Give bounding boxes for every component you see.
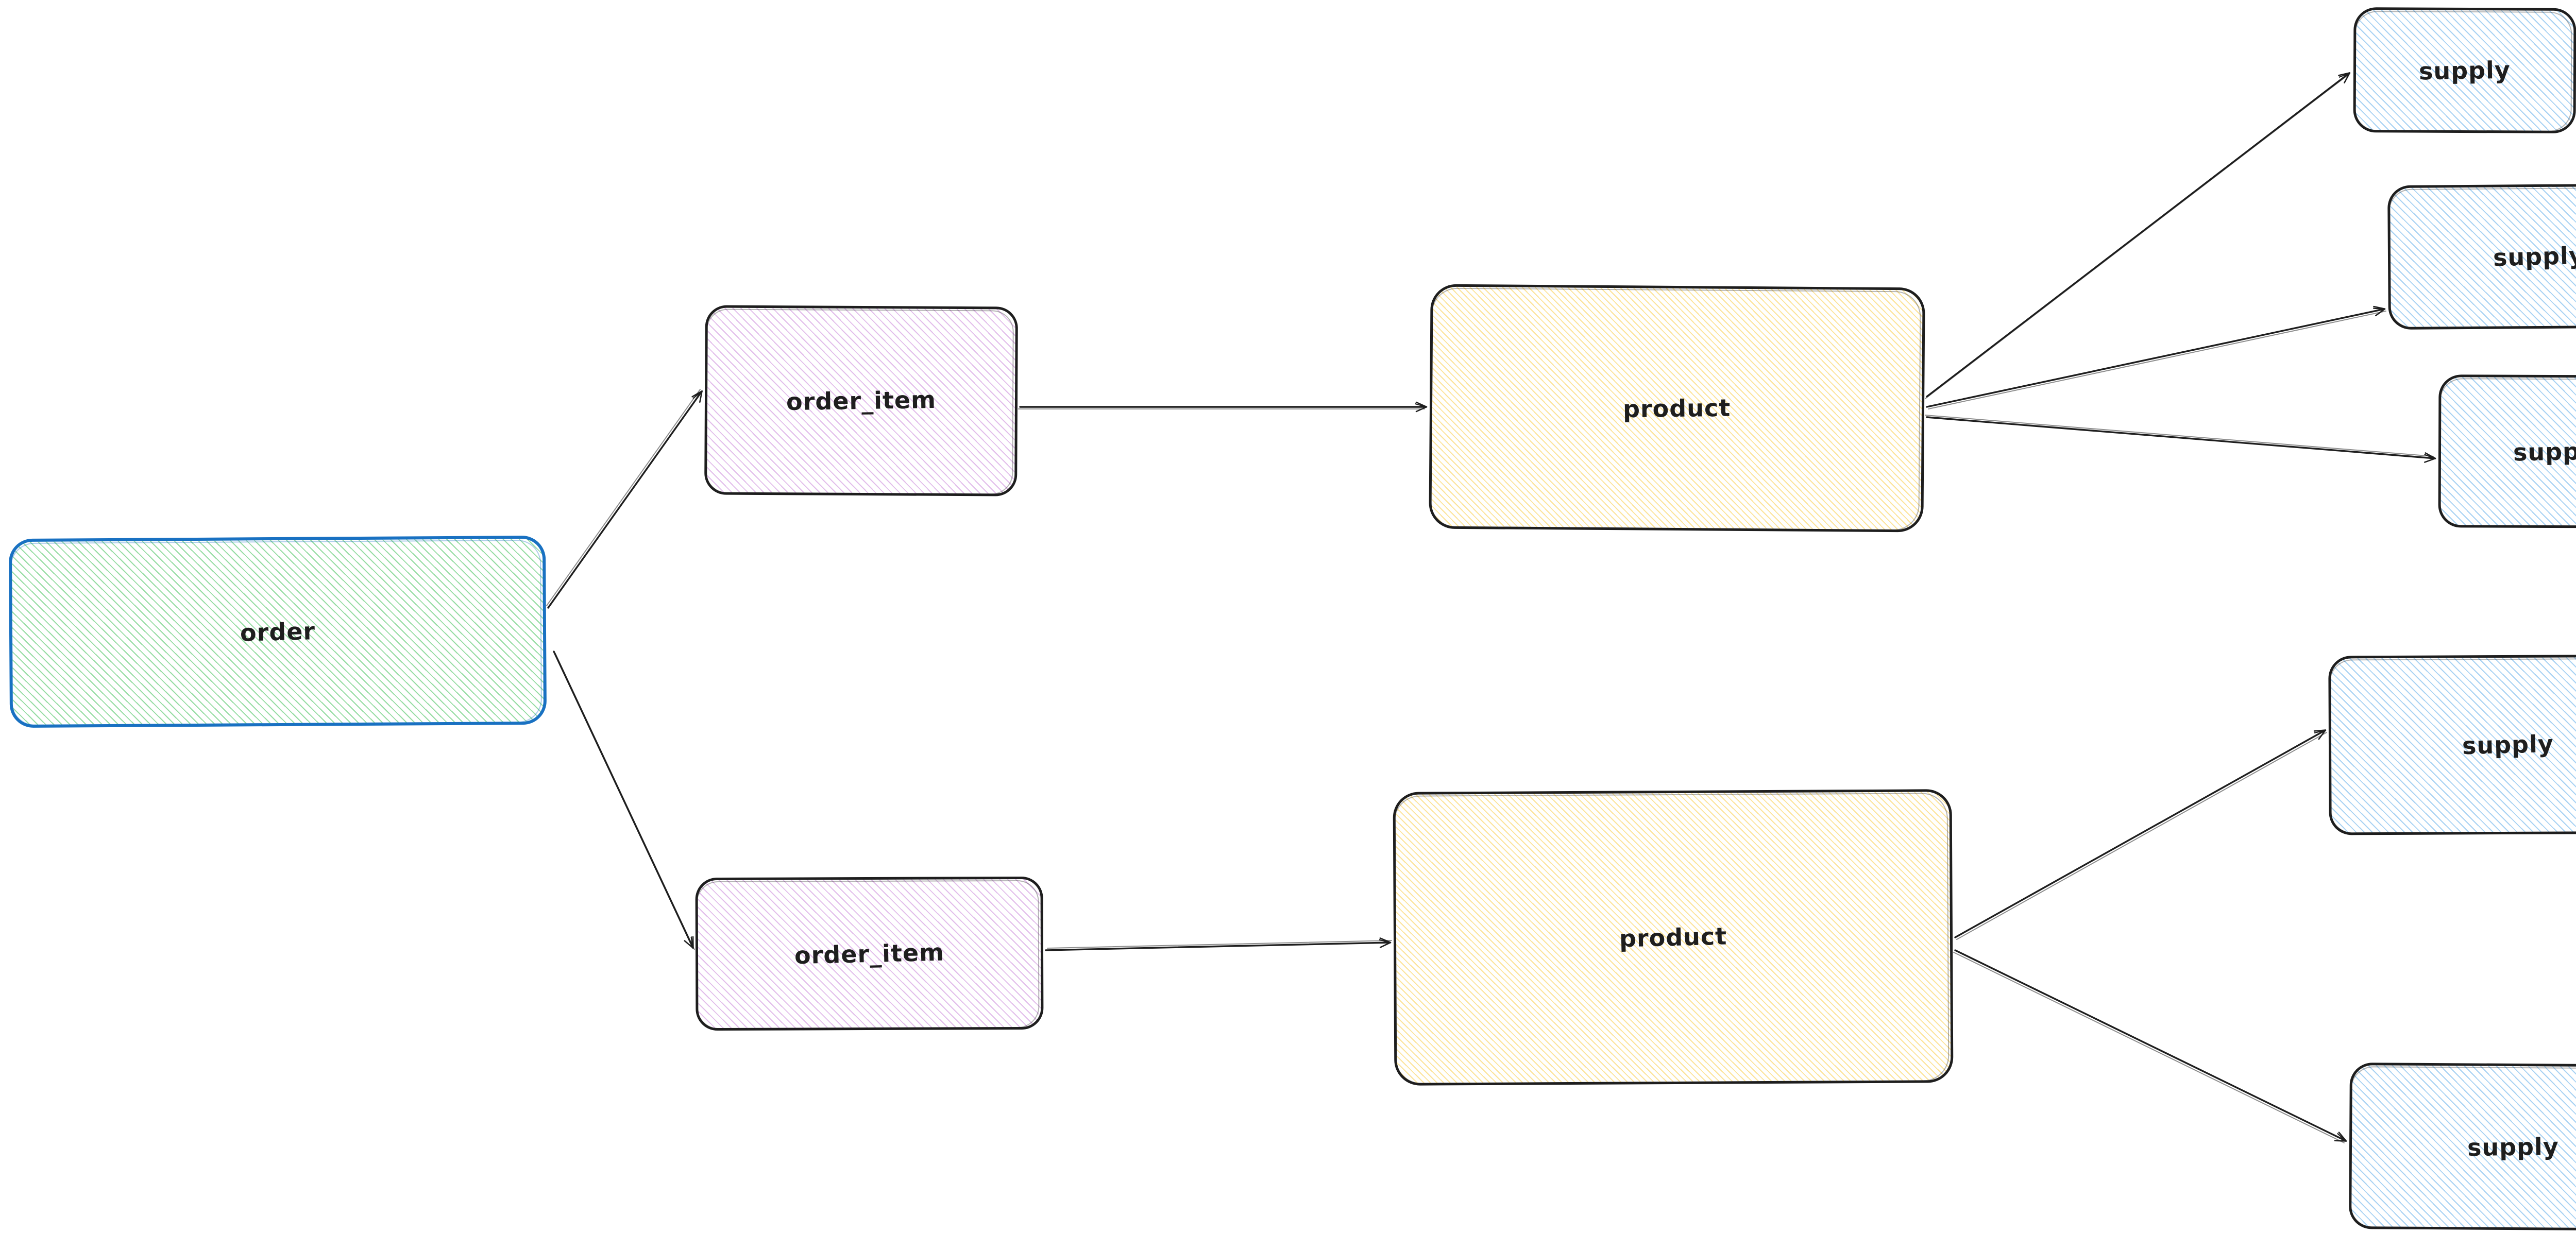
node-label-supply_4: supply bbox=[2462, 729, 2554, 760]
node-label-supply_1: supply bbox=[2418, 56, 2511, 85]
node-product_2[interactable]: product bbox=[1393, 789, 1954, 1086]
node-label-order_item_2: order_item bbox=[794, 938, 945, 969]
edge-order-to-order_item_1[interactable] bbox=[547, 391, 702, 609]
node-supply_2[interactable]: supply bbox=[2387, 183, 2576, 330]
node-label-supply_5: supply bbox=[2467, 1132, 2559, 1161]
edge-sketch-overstroke bbox=[555, 653, 695, 950]
edge-product_2-to-supply_4[interactable] bbox=[1954, 730, 2325, 938]
edge-product_2-to-supply_5[interactable] bbox=[1954, 949, 2346, 1141]
edge-sketch-overstroke bbox=[1925, 75, 2348, 399]
node-label-order_item_1: order_item bbox=[786, 385, 937, 416]
node-label-supply_2: supply bbox=[2492, 241, 2576, 272]
node-label-supply_3: supply bbox=[2513, 437, 2576, 466]
edge-sketch-overstroke bbox=[1928, 311, 2386, 409]
edge-sketch-overstroke bbox=[1956, 732, 2327, 940]
edge-sketch-overstroke bbox=[1047, 940, 1392, 949]
node-supply_5[interactable]: supply bbox=[2349, 1063, 2576, 1231]
edge-sketch-overstroke bbox=[546, 389, 701, 606]
node-supply_3[interactable]: supply bbox=[2438, 374, 2576, 528]
edge-product_1-to-supply_1[interactable] bbox=[1926, 73, 2349, 398]
node-order_item_2[interactable]: order_item bbox=[695, 876, 1044, 1031]
edge-product_1-to-supply_2[interactable] bbox=[1926, 309, 2384, 408]
node-product_1[interactable]: product bbox=[1429, 284, 1925, 533]
node-supply_1[interactable]: supply bbox=[2353, 7, 2576, 133]
node-label-product_2: product bbox=[1619, 922, 1727, 953]
node-supply_4[interactable]: supply bbox=[2328, 654, 2576, 835]
edge-order_item_2-to-product_2[interactable] bbox=[1045, 943, 1390, 951]
edge-order-to-order_item_2[interactable] bbox=[553, 650, 693, 948]
node-label-product_1: product bbox=[1623, 393, 1731, 423]
edge-sketch-overstroke bbox=[1925, 415, 2434, 457]
node-order_item_1[interactable]: order_item bbox=[704, 305, 1018, 496]
node-label-order: order bbox=[240, 616, 316, 647]
edge-sketch-overstroke bbox=[1953, 952, 2345, 1143]
node-order[interactable]: order bbox=[8, 535, 547, 728]
edge-product_1-to-supply_3[interactable] bbox=[1926, 416, 2435, 458]
